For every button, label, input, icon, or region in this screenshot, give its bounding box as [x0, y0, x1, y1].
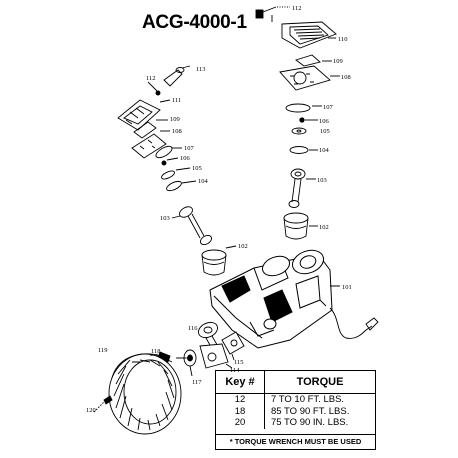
callout-106-right: 106 — [319, 118, 330, 125]
callout-118: 118 — [151, 348, 161, 355]
callout-112-right: 112 — [292, 5, 302, 12]
diagram-title: ACG-4000-1 — [142, 12, 247, 33]
torque-key: 18 — [216, 405, 265, 417]
crankcase-motor-101 — [209, 249, 340, 349]
piston-102-right — [283, 212, 318, 240]
bolt-120 — [93, 395, 113, 413]
gasket-109-right — [295, 54, 332, 67]
callout-113: 113 — [196, 66, 206, 73]
screw-106-right — [299, 117, 318, 123]
callout-labels: 112 110 109 108 107 106 105 104 103 102 … — [86, 5, 352, 414]
valve-plate-108-left — [131, 130, 170, 159]
callout-110: 110 — [338, 36, 348, 43]
callout-108-left: 108 — [172, 128, 182, 135]
callout-111: 111 — [172, 97, 181, 104]
head-cover-110 — [281, 21, 337, 49]
gasket-109-left — [133, 119, 168, 139]
gasket-107-right — [285, 103, 322, 113]
table-row: 20 75 TO 90 IN. LBS. — [216, 417, 375, 429]
ring-104-right — [289, 146, 318, 154]
callout-102-left: 102 — [238, 243, 248, 250]
callout-108-right: 108 — [341, 74, 351, 81]
torque-value: 7 TO 10 FT. LBS. — [271, 394, 345, 406]
torque-value: 75 TO 90 IN. LBS. — [271, 417, 349, 429]
callout-105-right: 105 — [320, 128, 330, 135]
washer-105-right — [291, 127, 307, 135]
callout-112-left: 112 — [146, 75, 156, 82]
torque-header-key: Key # — [216, 371, 265, 394]
piston-102-left — [201, 245, 237, 276]
callout-116: 116 — [188, 325, 198, 332]
washer-105-left — [161, 167, 191, 180]
table-row: 12 7 TO 10 FT. LBS. — [216, 393, 375, 406]
fitting-113 — [163, 65, 191, 87]
connecting-rod-103-left — [171, 206, 213, 246]
bolt-112-left — [147, 81, 161, 96]
callout-117: 117 — [192, 379, 202, 386]
torque-value: 85 TO 90 FT. LBS. — [271, 405, 350, 417]
table-row: 18 85 TO 90 FT. LBS. — [216, 405, 375, 417]
screw-106-left — [161, 157, 179, 166]
power-cord — [329, 307, 379, 339]
torque-key: 20 — [216, 417, 265, 429]
callout-107-right: 107 — [323, 104, 334, 111]
torque-table: Key # TORQUE 12 7 TO 10 FT. LBS. 18 85 T… — [215, 370, 376, 450]
fan-119 — [108, 353, 182, 435]
connecting-rod-103-right — [288, 168, 316, 208]
callout-109-left: 109 — [170, 116, 180, 123]
callout-115: 115 — [234, 359, 244, 366]
valve-plate-108-right — [279, 65, 340, 91]
eccentric-115 — [221, 331, 245, 361]
callout-109-right: 109 — [333, 58, 343, 65]
torque-header-torque: TORQUE — [264, 371, 375, 394]
callout-120: 120 — [86, 407, 96, 414]
bolt-112-right — [255, 6, 290, 22]
callout-107-left: 107 — [184, 145, 195, 152]
callout-104-left: 104 — [198, 178, 209, 185]
callout-119: 119 — [98, 347, 108, 354]
callout-106-left: 106 — [180, 155, 191, 162]
ring-104-left — [166, 180, 197, 192]
callout-103-left: 103 — [160, 215, 170, 222]
callout-102-right: 102 — [319, 224, 329, 231]
callout-105-left: 105 — [192, 165, 202, 172]
callout-103-right: 103 — [317, 177, 327, 184]
crank-114 — [199, 343, 233, 369]
leader-lines — [149, 353, 188, 359]
hub-117 — [176, 349, 197, 377]
torque-key: 12 — [216, 393, 265, 406]
gasket-107-left — [155, 145, 182, 159]
torque-note: * TORQUE WRENCH MUST BE USED — [216, 434, 375, 449]
callout-104-right: 104 — [319, 147, 330, 154]
head-cover-111 — [117, 99, 171, 131]
callout-101: 101 — [342, 284, 352, 291]
